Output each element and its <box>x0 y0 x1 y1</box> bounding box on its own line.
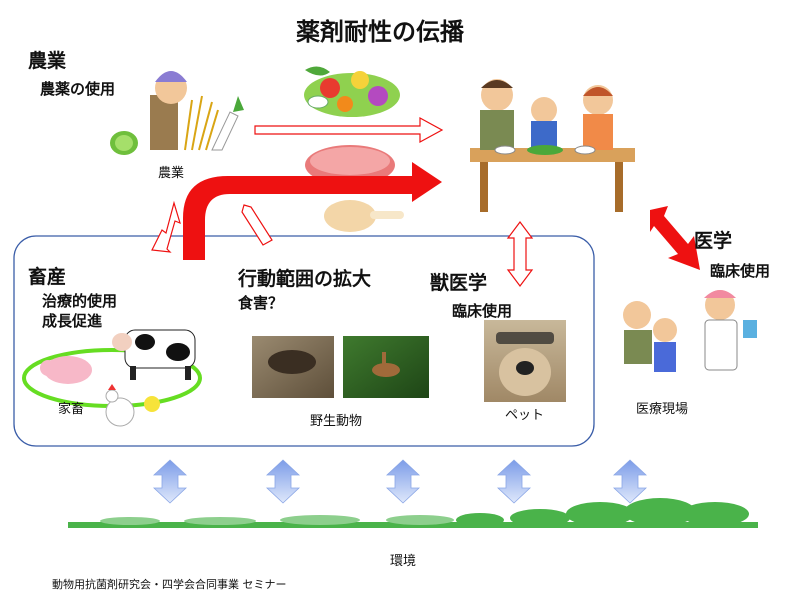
farm-livestock-arrow <box>151 200 181 253</box>
agriculture-heading: 農業 <box>28 50 67 72</box>
livestock-line1: 治療的使用 <box>42 292 118 310</box>
farmer-icon <box>110 71 244 155</box>
chicken-icon <box>105 384 160 427</box>
veterinary-heading: 獣医学 <box>430 272 488 294</box>
wildlife-caption: 野生動物 <box>310 414 363 429</box>
vegetables-icon <box>304 66 400 117</box>
env-arrow-5 <box>612 459 648 504</box>
livestock-wildlife-box <box>13 235 595 447</box>
env-arrow-4 <box>496 459 532 504</box>
big-red-arrow <box>183 162 442 260</box>
medicine-arrow <box>650 206 700 270</box>
medicine-subheading: 臨床使用 <box>710 262 771 280</box>
doctor-patient-icon <box>623 290 757 372</box>
treeline-icon <box>68 498 758 528</box>
cow-icon <box>112 329 196 380</box>
env-arrow-1 <box>152 459 188 504</box>
medicine-heading: 医学 <box>694 230 733 252</box>
livestock-heading: 畜産 <box>28 266 67 288</box>
family-dinner-icon <box>470 79 635 212</box>
wildlife-subheading: 食害？ <box>238 294 284 312</box>
env-arrow-3 <box>385 459 421 504</box>
page-title: 薬剤耐性の伝播 <box>296 18 464 46</box>
env-arrow-2 <box>265 459 301 504</box>
wildlife-arrow <box>241 204 273 246</box>
livestock-caption: 家畜 <box>58 402 85 417</box>
meat-icon <box>305 145 404 232</box>
veterinary-subheading: 臨床使用 <box>452 302 513 320</box>
farm-to-family-arrow <box>254 116 444 144</box>
agriculture-caption: 農業 <box>158 166 185 181</box>
vet-family-arrow <box>506 221 534 287</box>
medicine-caption: 医療現場 <box>636 402 689 417</box>
livestock-line2: 成長促進 <box>42 312 103 330</box>
pig-icon <box>40 356 92 384</box>
environment-label: 環境 <box>390 554 417 569</box>
veterinary-caption: ペット <box>505 408 545 423</box>
footer-text: 動物用抗菌剤研究会・四学会合同事業 セミナー <box>52 578 287 591</box>
wildlife-heading: 行動範囲の拡大 <box>238 268 372 290</box>
agriculture-subheading: 農薬の使用 <box>40 80 116 98</box>
